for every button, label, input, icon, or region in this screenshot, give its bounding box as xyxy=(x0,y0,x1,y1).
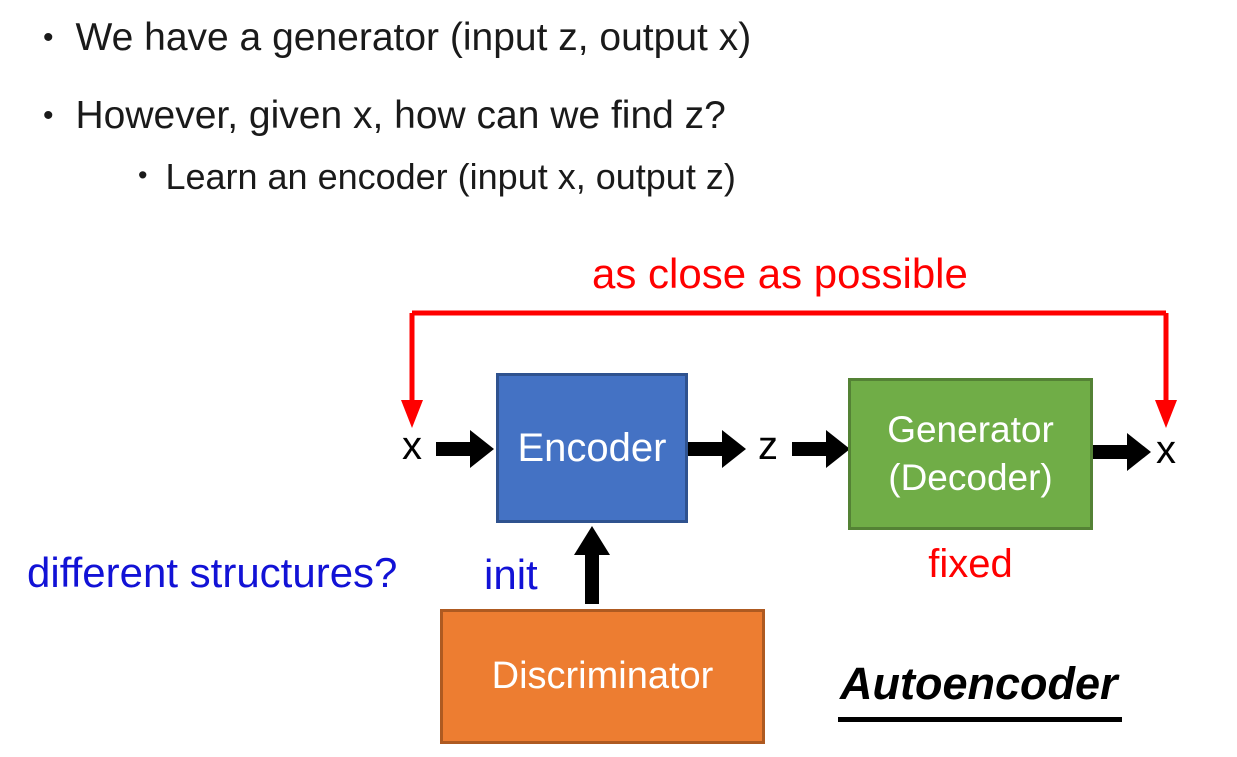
generator-box-label-line1: Generator xyxy=(887,408,1054,450)
arrow-generator-to-x xyxy=(1093,433,1151,471)
bullet-marker: • xyxy=(138,160,148,190)
bullet-item-encoder: • Learn an encoder (input x, output z) xyxy=(138,156,736,198)
arrow-x-to-encoder xyxy=(436,430,494,468)
arrow-discriminator-to-encoder xyxy=(574,526,610,604)
arrow-z-to-generator xyxy=(792,430,850,468)
discriminator-box: Discriminator xyxy=(440,609,765,744)
generator-box-label: Generator (Decoder) xyxy=(887,406,1054,502)
bullet-marker: • xyxy=(43,21,54,54)
input-x-label: x xyxy=(402,424,422,468)
bullet-text: We have a generator (input z, output x) xyxy=(75,16,752,59)
red-arrowhead-right xyxy=(1155,400,1177,428)
bullet-marker: • xyxy=(43,99,54,132)
bullet-text: However, given x, how can we find z? xyxy=(75,94,726,137)
latent-z-label: z xyxy=(758,424,778,468)
arrow-encoder-to-z xyxy=(688,430,746,468)
different-structures-label: different structures? xyxy=(27,549,398,596)
output-x-label: x xyxy=(1156,428,1176,472)
init-label: init xyxy=(484,551,538,598)
as-close-as-possible-label: as close as possible xyxy=(592,250,968,297)
generator-box: Generator (Decoder) xyxy=(848,378,1093,530)
encoder-box: Encoder xyxy=(496,373,688,523)
autoencoder-caption: Autoencoder xyxy=(838,658,1122,722)
encoder-box-label: Encoder xyxy=(517,426,667,470)
red-arrowhead-left xyxy=(401,400,423,428)
fixed-label: fixed xyxy=(928,542,1013,586)
generator-box-label-line2: (Decoder) xyxy=(888,457,1053,498)
discriminator-box-label: Discriminator xyxy=(491,654,714,697)
bullet-item-question: • However, given x, how can we find z? xyxy=(43,94,726,138)
bullet-text: Learn an encoder (input x, output z) xyxy=(165,156,736,197)
as-close-as-possible-connector xyxy=(401,310,1177,428)
bullet-item-generator: • We have a generator (input z, output x… xyxy=(43,16,751,60)
